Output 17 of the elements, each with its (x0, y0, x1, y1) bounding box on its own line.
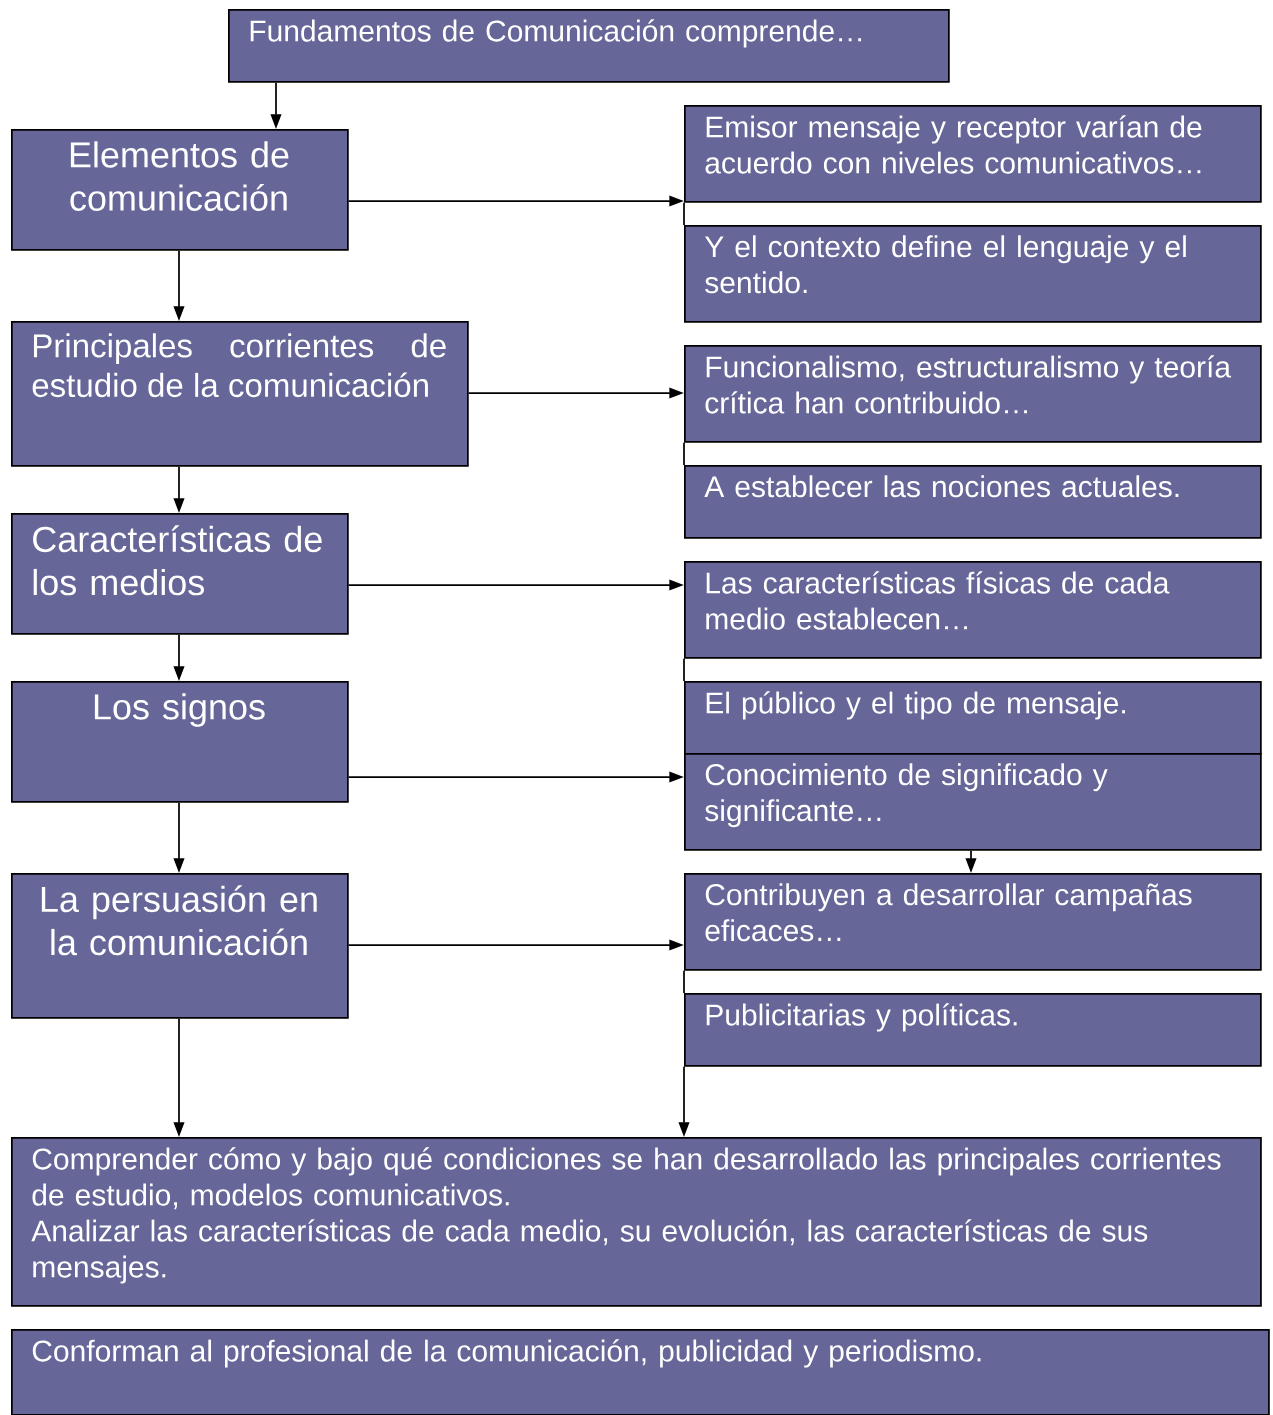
process-box: Los signos (11, 681, 349, 803)
process-box: La persuasión en la comunicación (11, 873, 349, 1019)
process-box: Comprender cómo y bajo qué condiciones se han desarrollado las principales corrientes de estudio, modelos comunicativos. Analizar las características de cada medio, su evolución, las características de sus mensajes. (11, 1137, 1262, 1307)
process-box: Y el contexto define el lenguaje y el sentido. (684, 225, 1262, 323)
process-box: Funcionalismo, estructuralismo y teoría crítica han contribuido… (684, 345, 1262, 443)
process-box: Conforman al profesional de la comunicación, publicidad y periodismo. (11, 1329, 1270, 1415)
process-box: Fundamentos de Comunicación comprende… (228, 9, 950, 83)
process-box: Contribuyen a desarrollar campañas eficaces… (684, 873, 1262, 971)
process-box: El público y el tipo de mensaje. (684, 681, 1262, 755)
process-box: Conocimiento de significado y significante… (684, 753, 1262, 851)
process-box: A establecer las nociones actuales. (684, 465, 1262, 539)
process-box: Publicitarias y políticas. (684, 993, 1262, 1067)
process-box: Características de los medios (11, 513, 349, 635)
process-box: Las características físicas de cada medio establecen… (684, 561, 1262, 659)
process-box: Elementos de comunicación (11, 129, 349, 251)
process-box: Emisor mensaje y receptor varían de acuerdo con niveles comunicativos… (684, 105, 1262, 203)
process-box: Principales corrientes de estudio de la comunicación (11, 321, 469, 467)
